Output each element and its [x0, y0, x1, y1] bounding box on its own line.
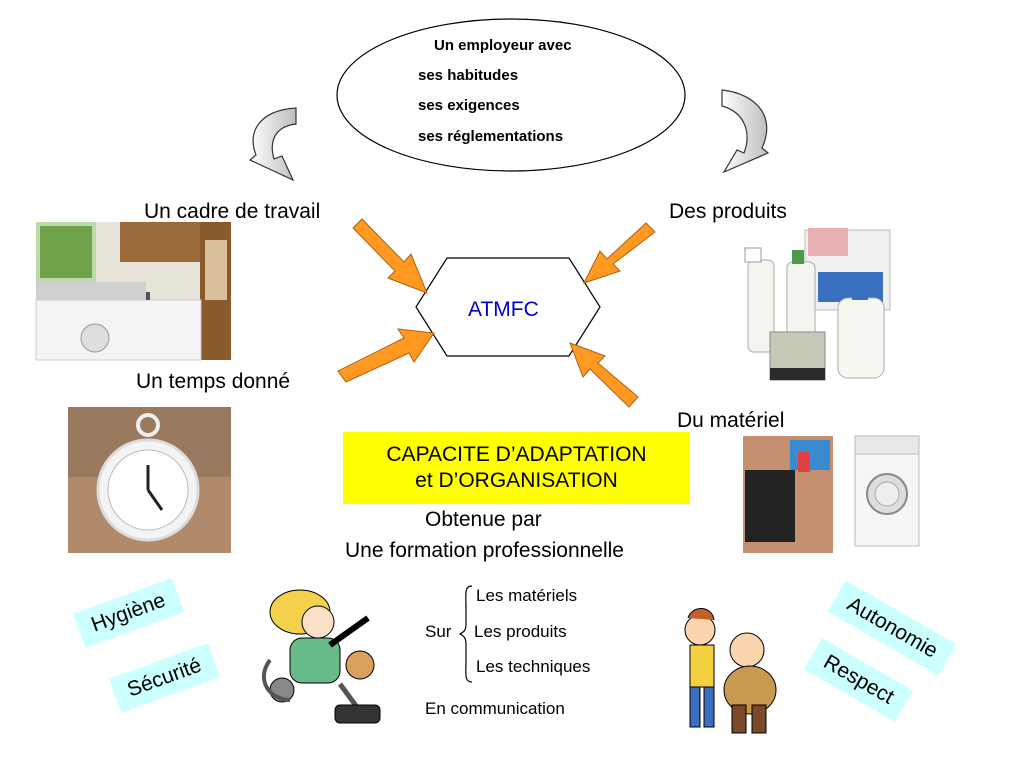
sur-label: Sur: [425, 622, 452, 641]
obtenue-line-2: Une formation professionnelle: [345, 539, 624, 562]
label-materiel: Du matériel: [677, 409, 785, 432]
capacite-box: CAPACITE D’ADAPTATION et D’ORGANISATION: [343, 432, 690, 504]
arrow-from-materiel: [569, 342, 639, 408]
curved-arrow-left: [248, 107, 297, 182]
arrow-from-temps: [337, 328, 435, 383]
ellipse-line-4: ses réglementations: [418, 128, 564, 145]
ellipse-line-3: ses exigences: [418, 97, 520, 114]
arrow-from-cadre: [352, 218, 428, 294]
arrow-from-produits: [583, 222, 656, 284]
ellipse-line-1: Un employeur avec: [434, 37, 572, 54]
cleaner-cartoon: [262, 589, 381, 724]
material-photo: [743, 435, 920, 553]
sur-item-produits: Les produits: [474, 622, 567, 641]
capacite-line-1: CAPACITE D’ADAPTATION: [386, 443, 647, 466]
label-produits: Des produits: [669, 200, 787, 223]
employer-ellipse: [336, 18, 686, 172]
products-photo: [744, 228, 891, 381]
ellipse-line-2: ses habitudes: [418, 67, 519, 84]
curved-arrow-right: [721, 89, 770, 174]
capacite-line-2: et D’ORGANISATION: [415, 469, 618, 492]
communication-label: En communication: [425, 699, 565, 718]
sur-brace: [458, 585, 473, 683]
atmfc-label: ATMFC: [468, 298, 539, 321]
sur-item-techniques: Les techniques: [476, 657, 591, 676]
two-men-cartoon: [684, 608, 777, 734]
label-cadre: Un cadre de travail: [144, 200, 321, 223]
sur-item-materiels: Les matériels: [476, 586, 578, 605]
obtenue-line-1: Obtenue par: [425, 508, 542, 531]
kitchen-photo: [35, 222, 231, 361]
atmfc-hexagon: [415, 257, 601, 357]
clock-photo: [68, 407, 231, 553]
label-temps: Un temps donné: [136, 370, 291, 393]
